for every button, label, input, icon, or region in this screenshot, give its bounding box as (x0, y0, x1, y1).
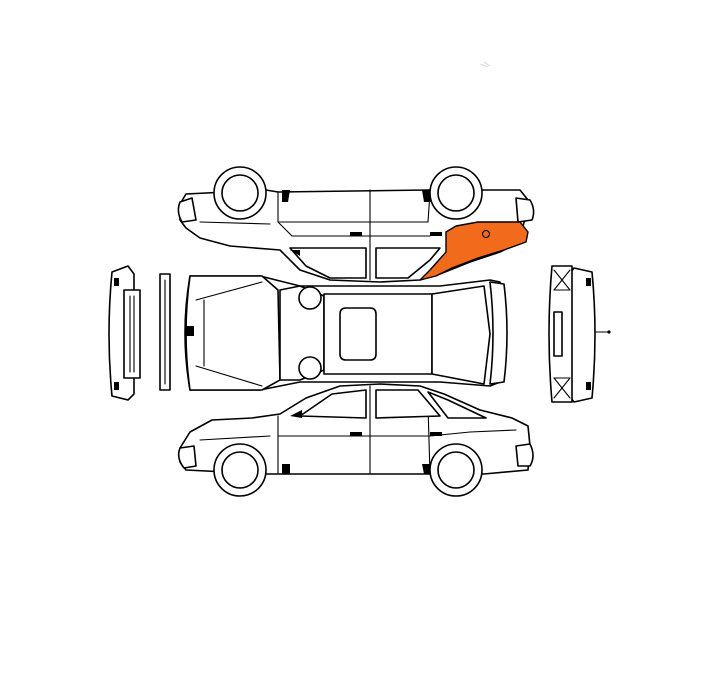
left-side-front-handle (350, 232, 362, 236)
left-side-rear-wheel[interactable] (429, 166, 483, 220)
rear-cross-marks (553, 269, 571, 399)
rear-view (548, 265, 611, 403)
faint-mark (479, 61, 491, 68)
trunk-lid[interactable] (489, 281, 508, 385)
right-side-rear-bumper[interactable] (515, 443, 534, 467)
fuel-cap-icon (481, 229, 491, 239)
left-side-beltline (199, 221, 431, 237)
top-view-left-mirror[interactable] (298, 286, 322, 310)
rear-right-light (586, 382, 591, 390)
left-side-rocker (277, 191, 431, 223)
rear-plate[interactable] (553, 311, 563, 357)
left-side-front-trim (282, 190, 290, 202)
right-side-door-lines (277, 385, 431, 475)
left-side-front-window[interactable] (289, 247, 367, 279)
right-side-front-window[interactable] (299, 389, 367, 419)
antenna-tip (607, 330, 611, 334)
hood-ornament (186, 326, 194, 336)
sunroof[interactable] (339, 307, 377, 361)
hood[interactable] (185, 275, 281, 391)
front-grille[interactable] (123, 289, 141, 379)
left-side-front-wheel[interactable] (213, 166, 267, 220)
right-side-view (177, 383, 534, 497)
front-left-light (114, 278, 119, 286)
top-view-right-mirror[interactable] (298, 356, 322, 380)
right-side-front-trim (282, 464, 290, 474)
right-side-quarter-window[interactable] (427, 391, 487, 419)
right-side-rear-wheel[interactable] (429, 443, 483, 497)
front-grille-bars (129, 295, 135, 373)
left-side-view (177, 166, 535, 283)
left-side-rear-bumper[interactable] (515, 197, 535, 223)
right-side-front-handle (350, 432, 362, 436)
right-side-front-bumper[interactable] (177, 445, 197, 469)
left-side-rear-handle (430, 232, 442, 236)
front-view (108, 265, 171, 401)
rear-left-quarter-panel[interactable] (419, 221, 529, 281)
front-right-light (114, 382, 119, 390)
top-view (184, 275, 508, 391)
rear-left-light (586, 278, 591, 286)
rear-view-body[interactable] (567, 267, 596, 403)
left-side-front-bumper[interactable] (177, 197, 197, 223)
left-side-rear-window[interactable] (375, 247, 441, 279)
right-side-front-wheel[interactable] (213, 443, 267, 497)
hood-lines (195, 281, 263, 387)
right-side-rear-window[interactable] (375, 389, 441, 419)
rear-window[interactable] (431, 285, 491, 385)
left-side-mirror (290, 250, 300, 256)
right-side-mirror (290, 410, 302, 418)
right-side-rear-handle (430, 432, 442, 436)
rear-cross-borders (553, 289, 571, 379)
